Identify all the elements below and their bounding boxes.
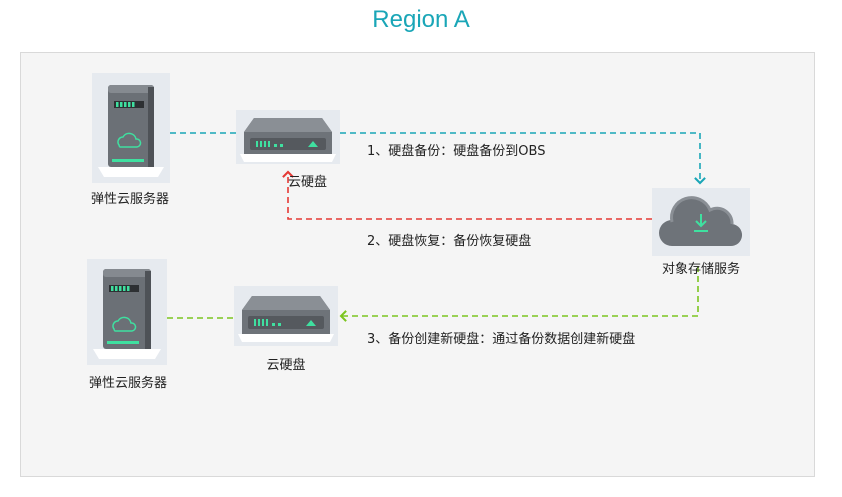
evs-top-label: 云硬盘: [288, 175, 328, 190]
disk-drive-icon: [234, 286, 338, 346]
create-line: [339, 266, 699, 322]
ecs-bottom-label: 弹性云服务器: [88, 376, 167, 391]
disk-drive-icon: [236, 110, 340, 164]
ecs-top-label: 弹性云服务器: [90, 192, 169, 207]
server-tower-icon: [92, 73, 170, 183]
obs-label: 对象存储服务: [661, 262, 740, 277]
server-tower-icon: [87, 259, 167, 365]
restore-edge-label: 2、硬盘恢复：备份恢复硬盘: [367, 234, 532, 249]
backup-edge-label: 1、硬盘备份：硬盘备份到OBS: [367, 144, 546, 159]
restore-line: [282, 170, 652, 220]
region-title: Region A: [372, 6, 470, 33]
backup-line: [340, 132, 706, 185]
cloud-storage-icon: [652, 188, 750, 256]
create-edge-label: 3、备份创建新硬盘：通过备份数据创建新硬盘: [367, 332, 636, 347]
evs-bottom-label: 云硬盘: [266, 358, 306, 373]
